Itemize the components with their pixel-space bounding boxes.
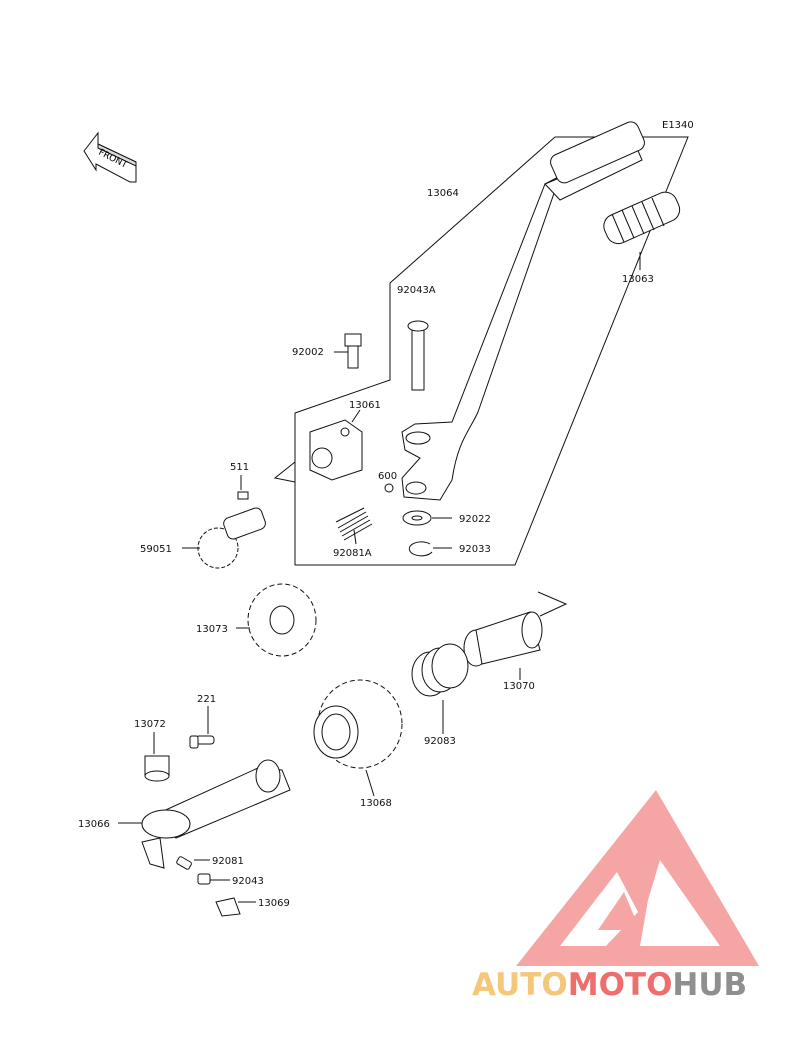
watermark-auto: AUTO: [472, 967, 568, 1003]
label-13064: 13064: [427, 188, 459, 199]
pinion-gear-59051: [197, 507, 266, 569]
pin-92043: [197, 873, 211, 885]
spring-92083: [411, 643, 469, 697]
watermark-moto: MOTO: [568, 967, 673, 1003]
label-59051: 59051: [140, 544, 172, 555]
label-92033: 92033: [459, 544, 491, 555]
ball-600: [384, 483, 394, 493]
washer-92022: [402, 510, 432, 526]
label-92083: 92083: [424, 736, 456, 747]
outline-tab: [273, 461, 296, 483]
label-13072: 13072: [134, 719, 166, 730]
label-13061: 13061: [349, 400, 381, 411]
kick-gear-13068: [313, 679, 403, 769]
bolt-221: [189, 735, 215, 749]
label-600: 600: [378, 471, 397, 482]
label-92043a: 92043A: [397, 285, 436, 296]
label-13073: 13073: [196, 624, 228, 635]
label-511: 511: [230, 462, 249, 473]
label-92043: 92043: [232, 876, 264, 887]
pin-92043a: [407, 320, 429, 391]
label-13069: 13069: [258, 898, 290, 909]
rubber-grip: [603, 191, 681, 245]
spring-92081: [176, 856, 192, 870]
label-92081a: 92081A: [333, 548, 372, 559]
label-13066: 13066: [78, 819, 110, 830]
bolt-92002: [344, 333, 362, 369]
kick-pedal: [401, 121, 645, 501]
label-92002: 92002: [292, 347, 324, 358]
lever-boss-13061: [309, 419, 363, 481]
circlip-92033: [408, 541, 433, 557]
label-13068: 13068: [360, 798, 392, 809]
stopper-13069: [215, 897, 241, 917]
label-92022: 92022: [459, 514, 491, 525]
key-511: [237, 491, 249, 500]
front-arrow-icon: FRONT: [83, 131, 137, 183]
ratchet-13070: [463, 611, 543, 667]
spring-92081a: [335, 507, 373, 541]
diagram-code: E1340: [662, 120, 694, 131]
collar-13072: [144, 755, 170, 782]
watermark-hub: HUB: [672, 967, 747, 1003]
label-13063: 13063: [622, 274, 654, 285]
kick-shaft-13066: [141, 759, 291, 869]
label-13070: 13070: [503, 681, 535, 692]
label-221: 221: [197, 694, 216, 705]
watermark-text: AUTOMOTOHUB: [472, 967, 747, 1003]
watermark-logo: [516, 790, 759, 966]
idle-gear-13073: [247, 583, 317, 657]
label-92081: 92081: [212, 856, 244, 867]
